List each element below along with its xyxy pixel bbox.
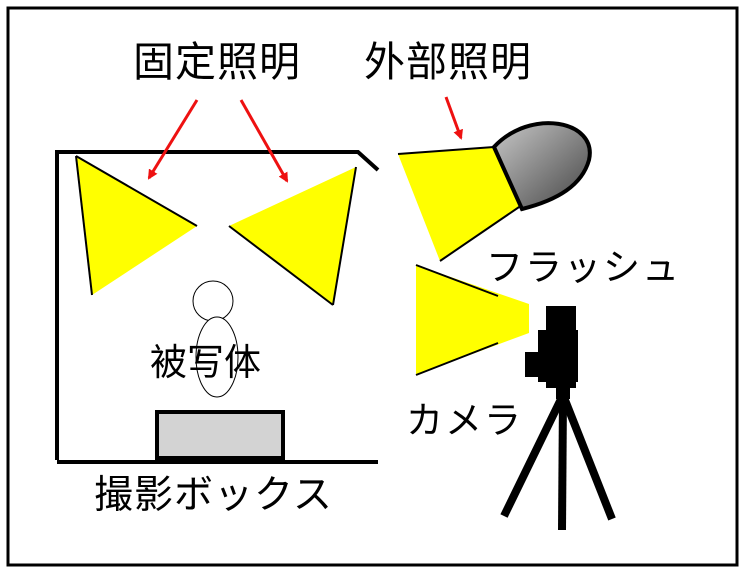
label-flash: フラッシュ xyxy=(486,246,681,289)
arrow-external xyxy=(444,96,463,140)
external-lamp xyxy=(397,121,592,262)
outer-frame xyxy=(6,6,739,567)
fixed-light-right xyxy=(228,166,357,306)
arrow-fixed-right xyxy=(239,99,289,183)
label-fixed-lighting: 固定照明 xyxy=(133,38,301,86)
arrow-fixed-left xyxy=(147,99,199,180)
label-camera: カメラ xyxy=(406,399,523,442)
label-external-lighting: 外部照明 xyxy=(364,38,532,86)
label-subject: 被写体 xyxy=(150,341,261,384)
platform xyxy=(155,410,285,460)
shooting-box-walls xyxy=(55,150,380,460)
fixed-light-left xyxy=(75,155,198,296)
camera-on-tripod xyxy=(500,306,616,531)
subject-figure xyxy=(192,280,239,398)
camera-light-beam xyxy=(415,264,529,376)
label-shooting-box: 撮影ボックス xyxy=(94,473,333,518)
